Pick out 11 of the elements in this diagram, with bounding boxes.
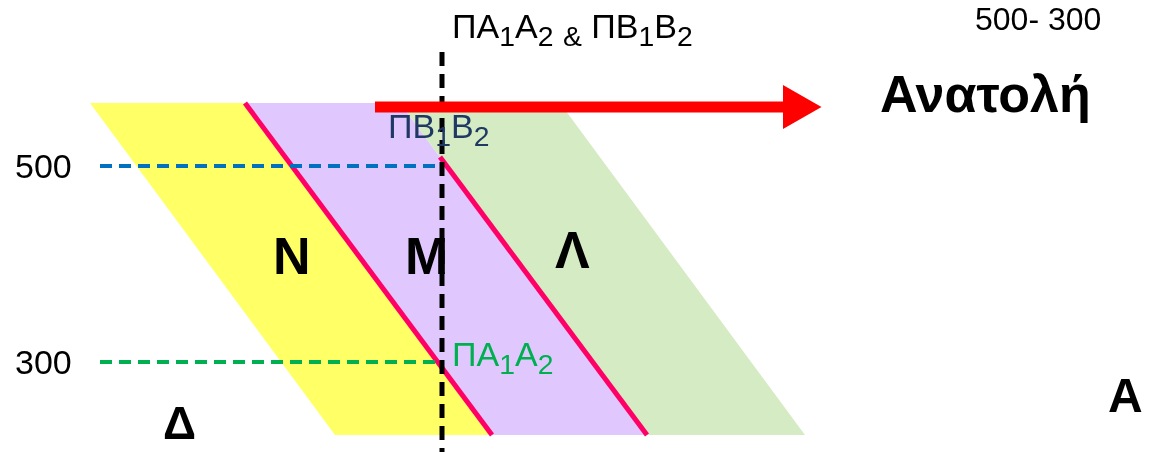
text-label: 500: [15, 148, 72, 186]
text-label: Δ: [163, 398, 197, 449]
text-label: Ανατολή: [880, 66, 1091, 124]
text-label: ΠA$_{1}$A$_{2}$: [452, 336, 554, 380]
region-letter: N: [273, 228, 311, 286]
text-label: ΠA$_{1}$A$_{2}$ $_{&}$ ΠB$_{1}$B$_{2}$: [452, 8, 693, 52]
text-label: 300: [15, 344, 72, 382]
text-label: 500- 300: [975, 2, 1102, 38]
text-label: A: [1108, 370, 1143, 423]
region-letter: Λ: [555, 222, 590, 280]
text-label: ΠB$_{1}$B$_{2}$: [388, 108, 490, 152]
